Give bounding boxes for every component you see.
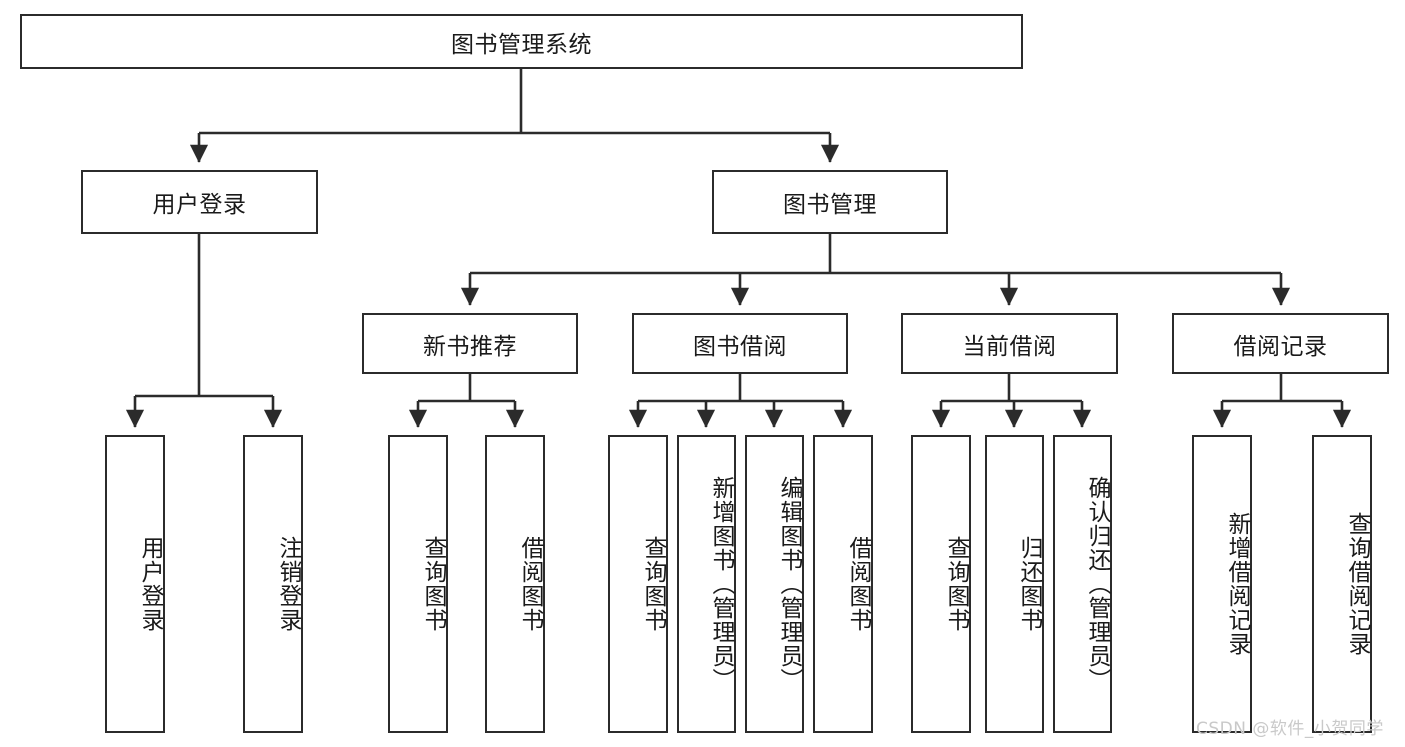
node-user-login-label: 用户登录 xyxy=(152,192,247,218)
node-leaf-confirm-return-admin[interactable]: 确认归还（管理员） xyxy=(1053,435,1112,733)
node-root-label: 图书管理系统 xyxy=(451,31,592,58)
node-leaf-borrow-book-rec[interactable]: 借阅图书 xyxy=(485,435,545,733)
node-leaf-borrow-book-rec-label: 借阅图书 xyxy=(517,536,543,632)
node-leaf-edit-book-admin-label: 编辑图书（管理员） xyxy=(776,476,802,692)
csdn-watermark: CSDN @软件_小贺同学 xyxy=(1196,719,1384,739)
node-book-manage[interactable]: 图书管理 xyxy=(712,170,948,234)
node-leaf-query-borrow-record[interactable]: 查询借阅记录 xyxy=(1312,435,1372,733)
node-leaf-edit-book-admin[interactable]: 编辑图书（管理员） xyxy=(745,435,804,733)
node-leaf-add-borrow-record-label: 新增借阅记录 xyxy=(1224,512,1250,656)
node-leaf-query-book-rec-label: 查询图书 xyxy=(420,536,446,632)
node-book-borrow[interactable]: 图书借阅 xyxy=(632,313,848,374)
node-book-manage-label: 图书管理 xyxy=(783,192,877,218)
node-borrow-record-label: 借阅记录 xyxy=(1233,333,1328,360)
node-leaf-query-book-current[interactable]: 查询图书 xyxy=(911,435,971,733)
node-current-borrow[interactable]: 当前借阅 xyxy=(901,313,1118,374)
node-new-book-rec-label: 新书推荐 xyxy=(423,333,517,360)
node-leaf-user-login[interactable]: 用户登录 xyxy=(105,435,165,733)
node-root[interactable]: 图书管理系统 xyxy=(20,14,1023,69)
node-leaf-return-book-label: 归还图书 xyxy=(1016,536,1042,632)
node-leaf-add-borrow-record[interactable]: 新增借阅记录 xyxy=(1192,435,1252,733)
node-borrow-record[interactable]: 借阅记录 xyxy=(1172,313,1389,374)
node-leaf-query-book-rec[interactable]: 查询图书 xyxy=(388,435,448,733)
node-leaf-query-book-current-label: 查询图书 xyxy=(943,536,969,632)
node-leaf-query-borrow-record-label: 查询借阅记录 xyxy=(1344,512,1370,656)
node-leaf-user-logout-label: 注销登录 xyxy=(275,536,301,632)
node-leaf-query-book-borrow-label: 查询图书 xyxy=(640,536,666,632)
node-leaf-borrow-book-label: 借阅图书 xyxy=(845,536,871,632)
node-leaf-user-logout[interactable]: 注销登录 xyxy=(243,435,303,733)
node-leaf-user-login-label: 用户登录 xyxy=(137,536,163,632)
node-leaf-borrow-book[interactable]: 借阅图书 xyxy=(813,435,873,733)
node-new-book-rec[interactable]: 新书推荐 xyxy=(362,313,578,374)
node-leaf-add-book-admin[interactable]: 新增图书（管理员） xyxy=(677,435,736,733)
node-user-login[interactable]: 用户登录 xyxy=(81,170,318,234)
node-leaf-return-book[interactable]: 归还图书 xyxy=(985,435,1044,733)
node-leaf-confirm-return-admin-label: 确认归还（管理员） xyxy=(1084,476,1110,692)
node-current-borrow-label: 当前借阅 xyxy=(962,333,1057,360)
node-book-borrow-label: 图书借阅 xyxy=(693,333,787,360)
node-leaf-query-book-borrow[interactable]: 查询图书 xyxy=(608,435,668,733)
node-leaf-add-book-admin-label: 新增图书（管理员） xyxy=(708,476,734,692)
